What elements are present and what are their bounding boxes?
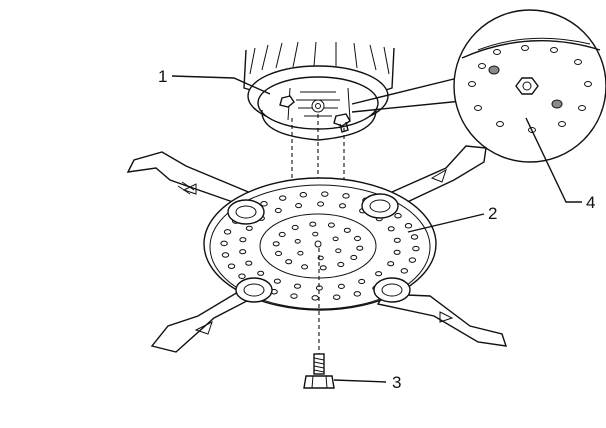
bolt-hole bbox=[321, 191, 329, 197]
bolt-hole bbox=[393, 237, 401, 243]
bolt-hole bbox=[337, 283, 345, 289]
bolt-hole bbox=[273, 278, 281, 284]
bolt-hole bbox=[278, 231, 286, 238]
bolt-hole bbox=[285, 259, 293, 265]
bolt-hole bbox=[394, 212, 402, 219]
bolt-hole bbox=[387, 261, 395, 267]
bolt-hole bbox=[410, 234, 419, 240]
bolt-hole bbox=[312, 231, 319, 237]
leader-lines bbox=[171, 75, 582, 383]
bolt-hole bbox=[290, 293, 298, 299]
locating-pin bbox=[551, 99, 563, 109]
bolt-hole bbox=[311, 295, 319, 301]
bolt-hole bbox=[220, 240, 228, 247]
blade-mount-bosses bbox=[227, 193, 411, 303]
bolt-hole bbox=[299, 192, 307, 198]
bolt-hole bbox=[400, 268, 408, 274]
bolt-hole bbox=[335, 248, 342, 254]
bolt-hole bbox=[375, 271, 383, 277]
bolt-hole bbox=[221, 252, 230, 258]
cutting-blade-upper-left bbox=[126, 151, 260, 209]
callout-3: 3 bbox=[392, 373, 401, 392]
bolt-hole bbox=[294, 283, 301, 289]
locating-pin bbox=[488, 65, 500, 75]
detail-bolt-holes bbox=[468, 45, 592, 133]
disk-outer-bolt-holes bbox=[220, 191, 420, 301]
bolt-hole bbox=[317, 201, 325, 207]
bolt-hole bbox=[279, 195, 287, 201]
bolt-hole bbox=[309, 221, 317, 227]
bolt-hole bbox=[353, 291, 361, 297]
bolt-hole bbox=[327, 222, 335, 228]
bolt-hole bbox=[412, 245, 420, 252]
bolt-hole bbox=[404, 223, 413, 229]
bolt-hole bbox=[354, 235, 361, 242]
bolt-hole bbox=[245, 225, 253, 231]
bolt-hole bbox=[239, 249, 247, 255]
bolt-hole bbox=[301, 264, 309, 270]
bolt-hole bbox=[356, 245, 364, 251]
bolt-hole bbox=[223, 229, 232, 235]
center-bolt bbox=[303, 353, 335, 389]
bolt-hole bbox=[294, 238, 301, 244]
disk-inner-bolt-holes bbox=[272, 221, 364, 271]
bolt-hole bbox=[350, 254, 358, 261]
bolt-hole bbox=[297, 250, 304, 256]
bolt-hole bbox=[393, 249, 401, 255]
bolt-hole bbox=[332, 236, 339, 242]
callout-2: 2 bbox=[488, 204, 497, 223]
motor-hub-housing bbox=[243, 41, 395, 141]
bolt-hole bbox=[333, 294, 341, 300]
bolt-hole bbox=[342, 193, 350, 199]
bolt-hole bbox=[291, 224, 299, 231]
cutting-blade-lower-right bbox=[376, 293, 508, 347]
bolt-hole bbox=[343, 227, 351, 233]
bolt-hole bbox=[358, 278, 366, 285]
bolt-hole bbox=[295, 203, 303, 209]
bolt-hole bbox=[239, 237, 247, 243]
bolt-hole bbox=[272, 241, 280, 247]
bolt-hole bbox=[337, 261, 345, 268]
bolt-hole bbox=[275, 250, 282, 257]
bolt-hole bbox=[257, 270, 265, 276]
bolt-hole bbox=[274, 207, 282, 214]
detail-pointer bbox=[351, 75, 473, 113]
bolt-hole bbox=[245, 260, 253, 266]
detail-magnifier bbox=[453, 9, 606, 163]
bolt-hole bbox=[227, 263, 236, 269]
bolt-hole bbox=[339, 203, 346, 209]
bolt-hole bbox=[260, 201, 268, 207]
bolt-hole bbox=[238, 273, 246, 280]
bolt-hole bbox=[319, 265, 327, 271]
detail-center-nut bbox=[515, 77, 539, 95]
callout-1: 1 bbox=[158, 67, 167, 86]
bolt-hole bbox=[387, 226, 395, 232]
bolt-hole bbox=[408, 257, 417, 263]
callout-4: 4 bbox=[586, 193, 595, 212]
